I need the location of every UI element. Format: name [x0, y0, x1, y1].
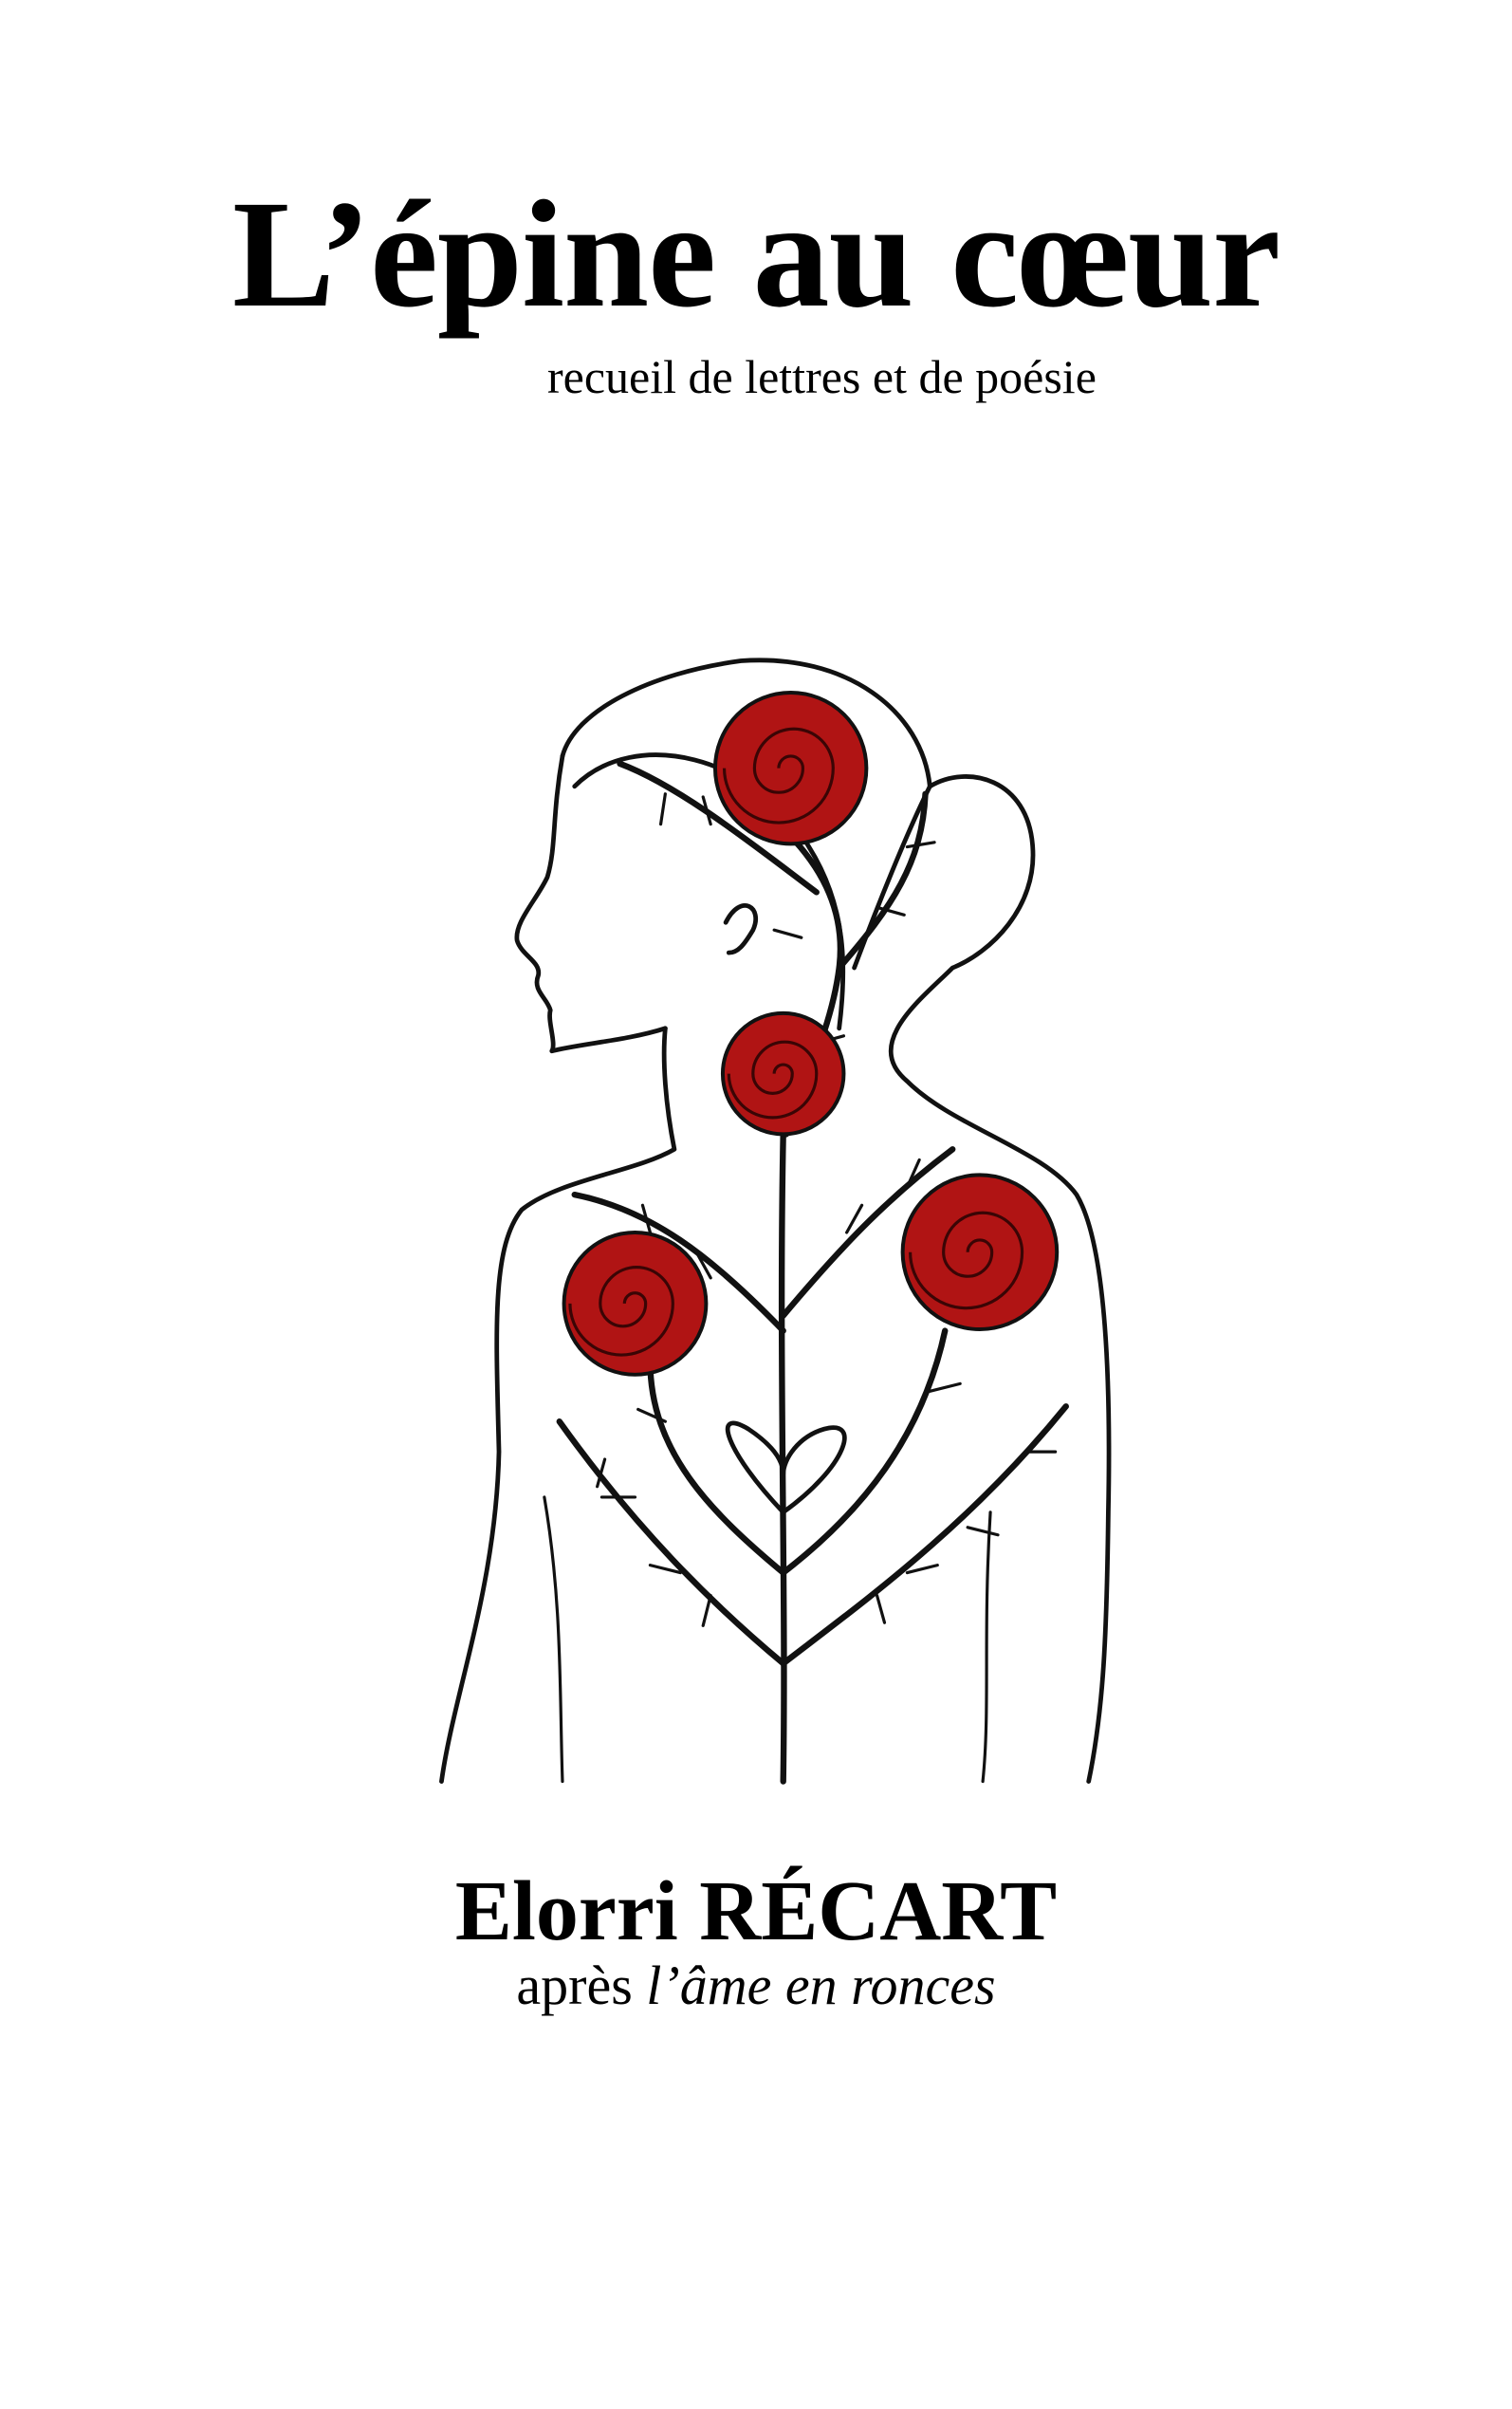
previous-work-title: l’âme en ronces [646, 1955, 996, 2016]
woman-outline [439, 658, 1112, 1784]
rose-icon [720, 1010, 846, 1137]
roses [562, 690, 1060, 1377]
rose-icon [712, 690, 869, 846]
rose-icon [562, 1230, 709, 1377]
author-name: Elorri RÉCART [454, 1864, 1058, 1958]
previous-work-prefix: après [516, 1955, 647, 2016]
book-title: L’épine au cœur [231, 170, 1281, 340]
book-subtitle: recueil de lettres et de poésie [547, 350, 1097, 403]
rose-icon [900, 1173, 1060, 1331]
previous-work-line: après l’âme en ronces [0, 1958, 1512, 2013]
